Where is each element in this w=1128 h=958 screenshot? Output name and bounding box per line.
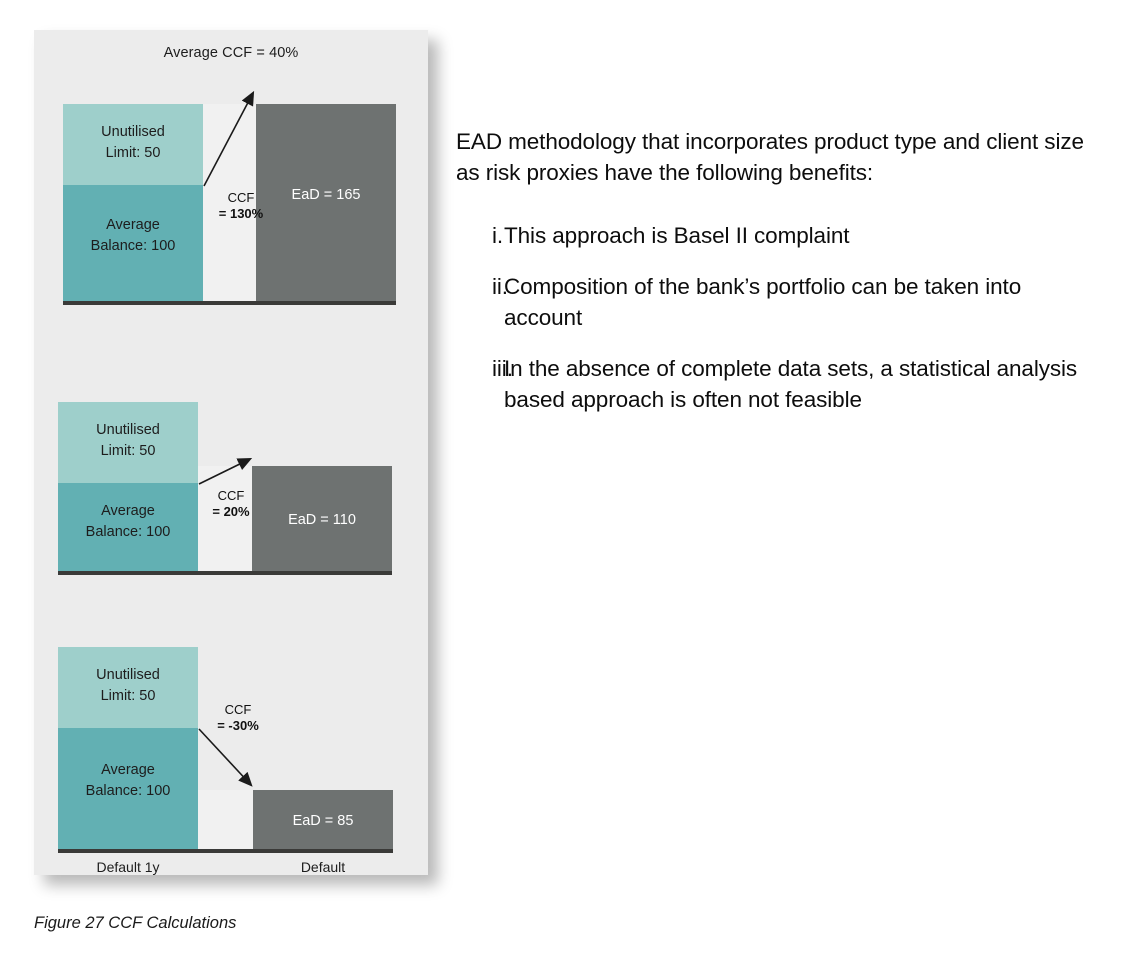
bar-label-ead-1: EaD = 165 [291, 187, 361, 203]
list-item-text: This approach is Basel II complaint [504, 222, 850, 248]
baseline-1 [63, 301, 396, 305]
baseline-3 [58, 849, 393, 853]
chart-title: Average CCF = 40% [163, 45, 299, 61]
ccf-arrow-2 [198, 457, 253, 485]
bar-label-unutilised-line1: Unutilised [101, 124, 165, 140]
list-item-text: Composition of the bank’s portfolio can … [504, 273, 1022, 330]
ccf-annotation-1-title: CCF [227, 190, 255, 205]
bar-label-unutilised-line1: Unutilised [96, 422, 160, 438]
bar-label-ead-3: EaD = 85 [292, 813, 354, 829]
ccf-annotation-3-value: = -30% [217, 718, 259, 734]
ccf-arrow-3 [198, 728, 253, 787]
bar-average-balance-3: Average Balance: 100 [58, 728, 198, 849]
ccf-arrow-1 [203, 90, 255, 187]
bar-label-unutilised-line2: Limit: 50 [105, 145, 161, 161]
gap-column-3 [198, 790, 253, 849]
content-column: EAD methodology that incorporates produc… [456, 103, 1096, 435]
intro-paragraph: EAD methodology that incorporates produc… [456, 128, 1084, 185]
baseline-2 [58, 571, 392, 575]
bar-unutilised-limit-3: Unutilised Limit: 50 [58, 647, 198, 728]
bar-average-balance-2: Average Balance: 100 [58, 483, 198, 571]
list-item-marker: i. [492, 222, 504, 248]
list-item-text: In the absence of complete data sets, a … [504, 355, 1078, 412]
ccf-annotation-3-title: CCF [224, 702, 252, 717]
ccf-annotation-2: CCF = 20% [203, 488, 259, 521]
figure-panel: Average CCF = 40% Unutilised Limit: 50 A… [34, 30, 428, 875]
bar-label-average-line1: Average [106, 217, 160, 233]
bar-label-unutilised-line2: Limit: 50 [100, 688, 156, 704]
ccf-annotation-1-value: = 130% [218, 206, 264, 222]
bar-label-unutilised-line2: Limit: 50 [100, 443, 156, 459]
ccf-panel-high: Unutilised Limit: 50 Average Balance: 10… [34, 80, 428, 305]
figure-caption: Figure 27 CCF Calculations [34, 914, 237, 932]
bar-unutilised-limit-1: Unutilised Limit: 50 [63, 104, 203, 185]
bar-unutilised-limit-2: Unutilised Limit: 50 [58, 402, 198, 483]
list-item-marker: ii. [492, 273, 508, 299]
bar-ead-1: EaD = 165 [256, 104, 396, 301]
bar-label-unutilised-line1: Unutilised [96, 667, 160, 683]
bar-label-average-line2: Balance: 100 [85, 783, 171, 799]
list-item: ii. Composition of the bank’s portfolio … [456, 271, 1096, 333]
list-item-marker: iii. [492, 355, 513, 381]
bar-label-ead-2: EaD = 110 [288, 512, 356, 528]
ccf-annotation-1: CCF = 130% [208, 190, 274, 223]
ccf-annotation-3: CCF = -30% [206, 702, 270, 735]
bar-label-average-line2: Balance: 100 [85, 524, 171, 540]
ccf-annotation-2-value: = 20% [212, 504, 250, 520]
bar-label-average-line1: Average [101, 503, 155, 519]
axis-label-default-1y: Default 1y [96, 859, 160, 875]
gap-column-2 [198, 466, 252, 571]
ccf-panel-negative: Unutilised Limit: 50 Average Balance: 10… [34, 635, 428, 875]
bar-label-average-line1: Average [101, 762, 155, 778]
list-item: i. This approach is Basel II complaint [456, 220, 1096, 251]
axis-label-default: Default [300, 859, 346, 875]
bar-average-balance-1: Average Balance: 100 [63, 185, 203, 301]
ccf-panel-mid: Unutilised Limit: 50 Average Balance: 10… [34, 350, 428, 575]
bar-ead-3: EaD = 85 [253, 790, 393, 849]
bar-ead-2: EaD = 110 [252, 466, 392, 571]
list-item: iii. In the absence of complete data set… [456, 353, 1096, 415]
bar-label-average-line2: Balance: 100 [90, 238, 176, 254]
ccf-annotation-2-title: CCF [217, 488, 245, 503]
benefits-list: i. This approach is Basel II complaint i… [456, 220, 1096, 415]
